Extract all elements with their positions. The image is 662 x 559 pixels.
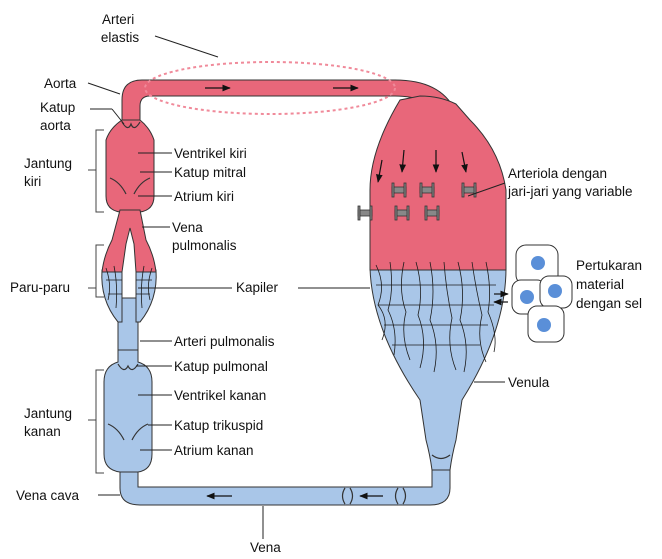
brackets bbox=[88, 130, 104, 473]
label-vena-cava: Vena cava bbox=[16, 488, 80, 503]
cell-nucleus bbox=[531, 256, 545, 270]
label-katup-pulmonal: Katup pulmonal bbox=[174, 359, 268, 374]
label-aorta: Aorta bbox=[44, 76, 77, 91]
label-vena-pulmonalis: Vena pulmonalis bbox=[172, 220, 237, 253]
vena-vessel bbox=[120, 470, 450, 505]
bracket-right-heart bbox=[88, 370, 104, 473]
venous-circuit bbox=[102, 268, 506, 505]
bracket-left-heart bbox=[88, 130, 104, 212]
label-venula: Venula bbox=[508, 375, 550, 390]
label-arteri-pulmonalis: Arteri pulmonalis bbox=[174, 334, 275, 349]
label-arteriola: Arteriola dengan jari-jari yang variable bbox=[507, 166, 633, 199]
label-jantung-kiri: Jantung kiri bbox=[24, 156, 76, 189]
label-ventrikel-kiri: Ventrikel kiri bbox=[174, 146, 247, 161]
label-atrium-kiri: Atrium kiri bbox=[174, 189, 234, 204]
tissue-arterioles bbox=[370, 96, 506, 270]
pulmonary-veins bbox=[102, 210, 156, 272]
label-atrium-kanan: Atrium kanan bbox=[174, 443, 254, 458]
cell-nucleus bbox=[537, 318, 551, 332]
label-katup-aorta: Katup aorta bbox=[40, 100, 79, 133]
lung-left-blue bbox=[102, 270, 122, 322]
label-arteri-elastis: Arteri elastis bbox=[101, 12, 140, 45]
lung-right-blue bbox=[136, 270, 156, 322]
label-paru-paru: Paru-paru bbox=[10, 280, 70, 295]
left-heart bbox=[106, 120, 154, 212]
label-ventrikel-kanan: Ventrikel kanan bbox=[174, 388, 266, 403]
label-pertukaran: Pertukaran material dengan sel bbox=[576, 258, 646, 311]
cell-nucleus bbox=[520, 290, 534, 304]
label-kapiler: Kapiler bbox=[236, 280, 279, 295]
tissue-cells bbox=[512, 245, 572, 342]
label-vena: Vena bbox=[250, 540, 281, 555]
label-katup-trikuspid: Katup trikuspid bbox=[174, 418, 263, 433]
label-katup-mitral: Katup mitral bbox=[174, 165, 246, 180]
arterial-circuit bbox=[102, 80, 506, 272]
cell-nucleus bbox=[548, 284, 562, 298]
label-jantung-kanan: Jantung kanan bbox=[24, 406, 76, 439]
